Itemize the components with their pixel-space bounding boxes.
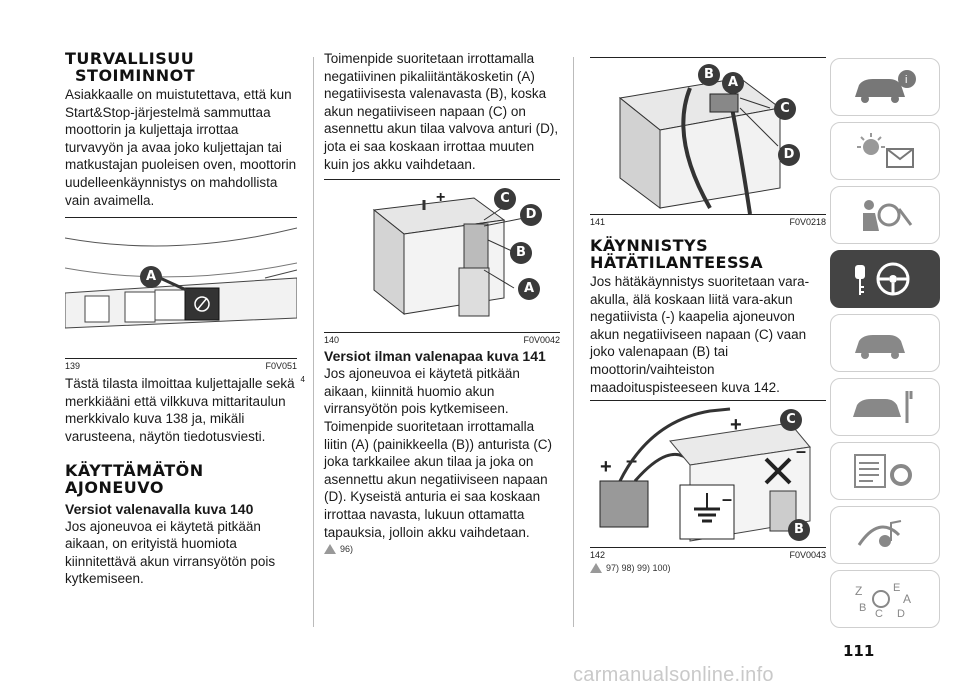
car-tools-icon (853, 391, 913, 423)
figure-number: 139 (65, 361, 81, 372)
svg-text:+: + (600, 456, 612, 478)
warning-triangle-icon (590, 563, 602, 574)
heading-line: KÄYNNISTYS (590, 236, 709, 255)
figure-caption: 140 F0V0042 (324, 335, 560, 345)
tab-safety[interactable] (830, 186, 940, 244)
tab-multimedia[interactable] (830, 506, 940, 564)
paragraph: Jos hätäkäynnistys suoritetaan vara-akul… (590, 274, 810, 395)
figure-caption: 141 F0V0218 (590, 217, 826, 227)
tab-technical-data[interactable] (830, 442, 940, 500)
svg-text:+: + (436, 189, 445, 206)
figure-code: F0V0042 (523, 335, 560, 346)
warning-ref-text: 97) 98) 99) 100) (606, 563, 671, 574)
figure-number: 141 (590, 217, 606, 227)
battery-sensor-illustration (618, 77, 782, 214)
svg-text:–: – (796, 441, 806, 461)
paragraph-text: Tästä tilasta ilmoittaa kuljettajalle se… (65, 376, 295, 444)
callout-a: A (518, 278, 540, 301)
figure-141: B A C D (590, 57, 826, 215)
paragraph: Tästä tilasta ilmoittaa kuljettajalle se… (65, 375, 305, 445)
tab-index[interactable]: Z E A B C D (830, 570, 940, 628)
figure-code: F0V0043 (789, 550, 826, 561)
tab-maintenance[interactable] (830, 378, 940, 436)
paragraph: Asiakkaalle on muistutettava, että kun S… (65, 87, 297, 208)
svg-text:E: E (893, 582, 900, 594)
callout-d: D (778, 144, 800, 166)
figure-139: A (65, 217, 297, 360)
heading-emergency-start: KÄYNNISTYS HÄTÄTILANTEESSA (590, 237, 826, 271)
figure-caption: 142 F0V0043 (590, 550, 826, 560)
figure-code: F0V0218 (789, 217, 826, 227)
watermark: carmanualsonline.info (573, 664, 774, 686)
tab-emergency[interactable] (830, 314, 940, 372)
callout-b: B (510, 242, 532, 265)
svg-text:+: + (730, 414, 742, 436)
tab-starting-driving[interactable] (830, 250, 940, 308)
column-1: TURVALLISUU STOIMINNOT Asiakkaalle on mu… (65, 50, 305, 588)
callout-a: A (140, 266, 162, 289)
heading-unused-vehicle: KÄYTTÄMÄTÖN AJONEUVO (65, 462, 297, 496)
heading-line: TURVALLISUU (65, 49, 195, 68)
tab-car-info[interactable]: i (830, 58, 940, 116)
callout-b: B (698, 64, 720, 86)
svg-text:B: B (859, 602, 866, 614)
list-gear-icon (854, 454, 912, 488)
svg-text:A: A (903, 592, 911, 606)
svg-text:Z: Z (855, 584, 862, 598)
car-warning-icon (855, 335, 905, 359)
heading-safety-functions: TURVALLISUU STOIMINNOT (65, 50, 297, 84)
callout-c: C (494, 188, 516, 211)
lights-mail-icon (857, 133, 914, 168)
svg-text:C: C (875, 608, 883, 619)
page-number: 111 (843, 642, 875, 660)
figure-142: – + + – – C B (590, 400, 826, 549)
svg-text:i: i (905, 74, 907, 86)
figure-number: 142 (590, 550, 606, 561)
music-map-icon (857, 520, 902, 547)
chapter-sidebar: i (830, 58, 940, 634)
figure-code: F0V051 (265, 361, 297, 372)
footnote-marker: 4 (300, 375, 305, 385)
callout-c: C (774, 98, 796, 120)
dashboard-switch-illustration (65, 227, 297, 329)
warning-reference: 97) 98) 99) 100) (590, 563, 826, 574)
column-divider (573, 57, 574, 627)
heading-line: HÄTÄTILANTEESSA (590, 253, 764, 272)
column-divider (313, 57, 314, 627)
heading-line: KÄYTTÄMÄTÖN (65, 460, 204, 480)
airbag-seat-icon (863, 200, 913, 231)
figure-140: + C D B A (324, 179, 560, 334)
subheading: Versiot valenavalla kuva 140 (65, 500, 254, 517)
paragraph: Jos ajoneuvoa ei käytetä pitkään aikaan,… (324, 366, 553, 540)
warning-triangle-icon (324, 544, 336, 555)
subheading: Versiot ilman valenapaa kuva 141 (324, 348, 546, 365)
heading-line: AJONEUVO (65, 477, 164, 497)
car-info-icon: i (855, 70, 916, 103)
heading-line: STOIMINNOT (75, 66, 196, 85)
warning-ref-text: 96) (340, 544, 354, 555)
paragraph: Toimenpide suoritetaan irrottamalla nega… (324, 51, 559, 172)
svg-text:–: – (722, 489, 732, 509)
key-steering-icon (855, 262, 910, 296)
callout-a: A (722, 72, 744, 94)
warning-reference: 96) (324, 544, 560, 555)
callout-d: D (520, 204, 542, 227)
callout-c: C (780, 409, 802, 432)
jump-start-illustration: – + + – – (599, 407, 811, 542)
paragraph: Jos ajoneuvoa ei käytetä pitkään aikaan,… (65, 518, 276, 587)
callout-b: B (788, 519, 810, 542)
battery-terminal-illustration: + (372, 189, 525, 317)
figure-number: 140 (324, 335, 340, 346)
figure-caption: 139 F0V051 (65, 361, 297, 371)
column-2: Toimenpide suoritetaan irrottamalla nega… (324, 50, 560, 555)
svg-text:D: D (897, 608, 905, 619)
tab-lights-messages[interactable] (830, 122, 940, 180)
alphabet-index-icon: Z E A B C D (855, 582, 911, 619)
column-3: B A C D 141 F0V0218 KÄYNNISTYS HÄTÄTILAN… (590, 57, 826, 574)
